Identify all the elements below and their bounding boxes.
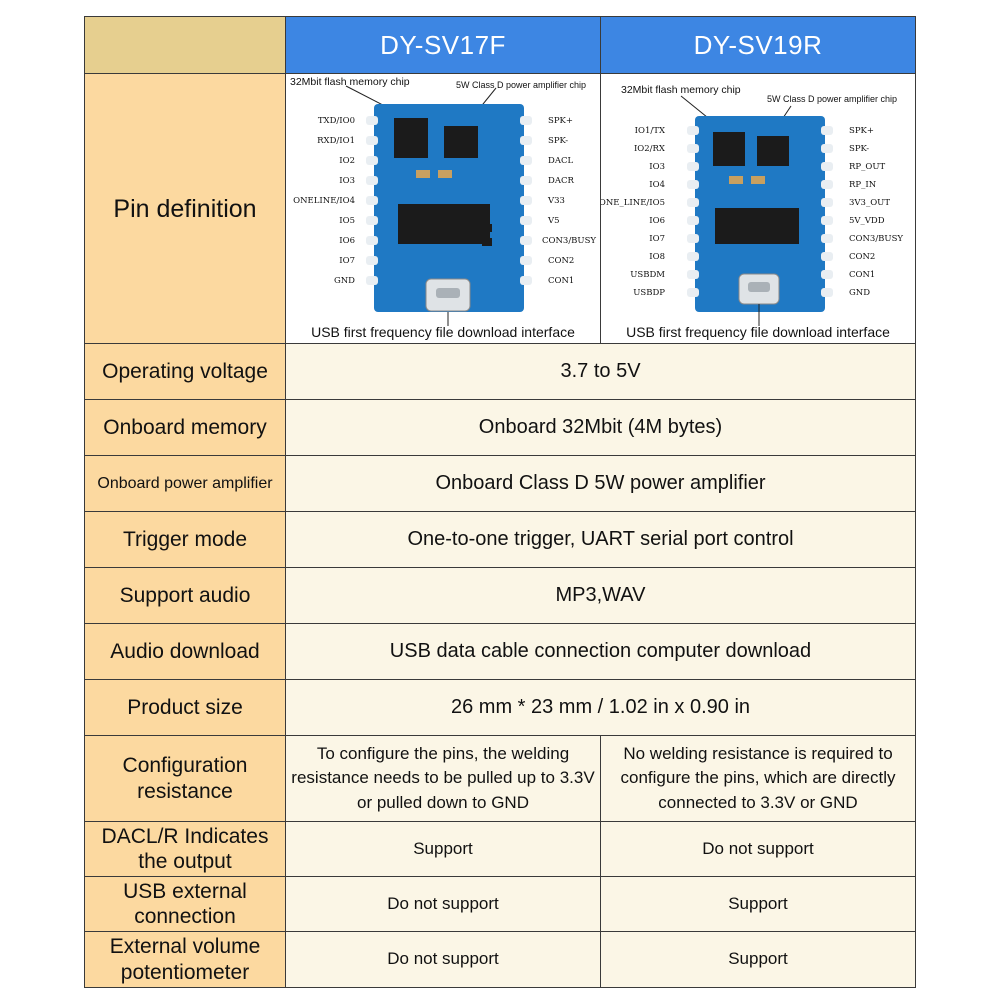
sv19r-pin-left-9: USBDM (630, 270, 665, 280)
sv17f-pin-left-5: ONELINE/IO4 (293, 196, 355, 206)
sv17f-board-image: 32Mbit flash memory chip 5W Class D powe… (285, 73, 601, 344)
table-row: Product size 26 mm * 23 mm / 1.02 in x 0… (84, 679, 916, 736)
table-row: Onboard power amplifier Onboard Class D … (84, 455, 916, 512)
row-label-onboard-power-amplifier: Onboard power amplifier (84, 455, 286, 512)
sv17f-pin-right-1: SPK+ (548, 116, 574, 126)
sv19r-pin-left-10: USBDP (633, 288, 665, 298)
row-label-audio-download: Audio download (84, 623, 286, 680)
row-value-support-audio: MP3,WAV (285, 567, 916, 624)
table-row: Trigger mode One-to-one trigger, UART se… (84, 511, 916, 568)
sv17f-pin-left-1: TXD/IO0 (317, 116, 355, 126)
header-dy-sv17f: DY-SV17F (285, 16, 601, 74)
table-row: DACL/R Indicates the output Support Do n… (84, 821, 916, 877)
row-value-onboard-memory: Onboard 32Mbit (4M bytes) (285, 399, 916, 456)
sv17f-pin-right-7: CON3/BUSY (542, 236, 597, 246)
sv17f-pin-right-8: CON2 (548, 256, 575, 266)
row-label-product-size: Product size (84, 679, 286, 736)
sv19r-pin-right-4: RP_IN (849, 180, 877, 190)
sv19r-flash-chip-label: 32Mbit flash memory chip (621, 84, 741, 96)
sv19r-usb-caption: USB first frequency file download interf… (626, 324, 890, 340)
sv19r-pin-right-7: CON3/BUSY (849, 234, 904, 244)
sv17f-pin-left-4: IO3 (339, 176, 355, 186)
row-value-usb-external-connection-sv17f: Do not support (285, 876, 601, 932)
row-label-onboard-memory: Onboard memory (84, 399, 286, 456)
table-row: Configuration resistance To configure th… (84, 735, 916, 822)
sv19r-pin-right-5: 3V3_OUT (849, 198, 891, 208)
comparison-table: DY-SV17F DY-SV19R Pin definition 32Mbit … (84, 16, 916, 988)
row-value-product-size: 26 mm * 23 mm / 1.02 in x 0.90 in (285, 679, 916, 736)
table-row: Onboard memory Onboard 32Mbit (4M bytes) (84, 399, 916, 456)
row-value-dacl-r-output-sv17f: Support (285, 821, 601, 877)
sv17f-usb-caption: USB first frequency file download interf… (311, 324, 575, 340)
row-label-external-volume-potentiometer: External volume potentiometer (84, 931, 286, 988)
header-blank-cell (84, 16, 286, 74)
sv19r-pin-left-5: ONE_LINE/IO5 (600, 198, 666, 208)
sv19r-pin-right-6: 5V_VDD (849, 216, 885, 226)
row-value-configuration-resistance-sv17f: To configure the pins, the welding resis… (285, 735, 601, 822)
row-value-operating-voltage: 3.7 to 5V (285, 343, 916, 400)
table-row: Audio download USB data cable connection… (84, 623, 916, 680)
row-value-usb-external-connection-sv19r: Support (600, 876, 916, 932)
sv17f-pin-right-3: DACL (548, 156, 574, 166)
sv19r-pin-left-1: IO1/TX (634, 126, 665, 136)
table-row: Support audio MP3,WAV (84, 567, 916, 624)
sv19r-pin-left-7: IO7 (649, 234, 665, 244)
row-label-trigger-mode: Trigger mode (84, 511, 286, 568)
table-row: External volume potentiometer Do not sup… (84, 931, 916, 988)
header-row: DY-SV17F DY-SV19R (84, 16, 916, 74)
sv17f-flash-chip-label: 32Mbit flash memory chip (290, 76, 410, 88)
sv17f-pin-right-9: CON1 (548, 276, 575, 286)
sv19r-pin-left-2: IO2/RX (633, 144, 665, 154)
sv19r-amp-chip-label: 5W Class D power amplifier chip (767, 94, 898, 104)
row-label-operating-voltage: Operating voltage (84, 343, 286, 400)
row-value-external-volume-potentiometer-sv17f: Do not support (285, 931, 601, 988)
row-value-audio-download: USB data cable connection computer downl… (285, 623, 916, 680)
row-label-support-audio: Support audio (84, 567, 286, 624)
table-row: USB external connection Do not support S… (84, 876, 916, 932)
sv17f-pin-left-2: RXD/IO1 (317, 136, 355, 146)
sv19r-pin-left-6: IO6 (649, 216, 665, 226)
sv19r-board-image: 32Mbit flash memory chip 5W Class D powe… (600, 73, 916, 344)
table-row: Operating voltage 3.7 to 5V (84, 343, 916, 400)
sv17f-pin-right-4: DACR (548, 176, 574, 186)
sv19r-pin-right-8: CON2 (849, 252, 876, 262)
sv17f-pin-right-5: V33 (548, 196, 565, 206)
pin-definition-label: Pin definition (84, 73, 286, 344)
row-label-usb-external-connection: USB external connection (84, 876, 286, 932)
sv19r-board-drawing (680, 95, 833, 326)
sv19r-pin-right-1: SPK+ (849, 126, 875, 136)
sv19r-pin-left-4: IO4 (649, 180, 665, 190)
sv17f-pin-left-8: IO7 (339, 256, 355, 266)
sv19r-pin-right-3: RP_OUT (849, 162, 886, 172)
sv17f-pin-left-7: IO6 (339, 236, 355, 246)
row-value-trigger-mode: One-to-one trigger, UART serial port con… (285, 511, 916, 568)
sv17f-pin-left-3: IO2 (339, 156, 355, 166)
sv19r-pin-right-9: CON1 (849, 270, 876, 280)
sv19r-pin-right-2: SPK- (849, 144, 870, 154)
sv17f-amp-chip-label: 5W Class D power amplifier chip (456, 80, 587, 90)
sv19r-pin-right-10: GND (849, 288, 871, 298)
sv17f-pin-left-6: IO5 (339, 216, 355, 226)
sv19r-pin-left-3: IO3 (649, 162, 665, 172)
row-label-dacl-r-output: DACL/R Indicates the output (84, 821, 286, 877)
row-value-configuration-resistance-sv19r: No welding resistance is required to con… (600, 735, 916, 822)
sv17f-pin-right-6: V5 (548, 216, 560, 226)
row-label-configuration-resistance: Configuration resistance (84, 735, 286, 822)
header-dy-sv19r: DY-SV19R (600, 16, 916, 74)
sv17f-pin-right-2: SPK- (548, 136, 569, 146)
sv17f-board-drawing (345, 85, 532, 326)
sv19r-pin-left-8: IO8 (649, 252, 665, 262)
sv17f-pin-left-9: GND (333, 276, 355, 286)
pin-definition-row: Pin definition 32Mbit flash memory chip … (84, 73, 916, 344)
row-value-dacl-r-output-sv19r: Do not support (600, 821, 916, 877)
row-value-onboard-power-amplifier: Onboard Class D 5W power amplifier (285, 455, 916, 512)
row-value-external-volume-potentiometer-sv19r: Support (600, 931, 916, 988)
